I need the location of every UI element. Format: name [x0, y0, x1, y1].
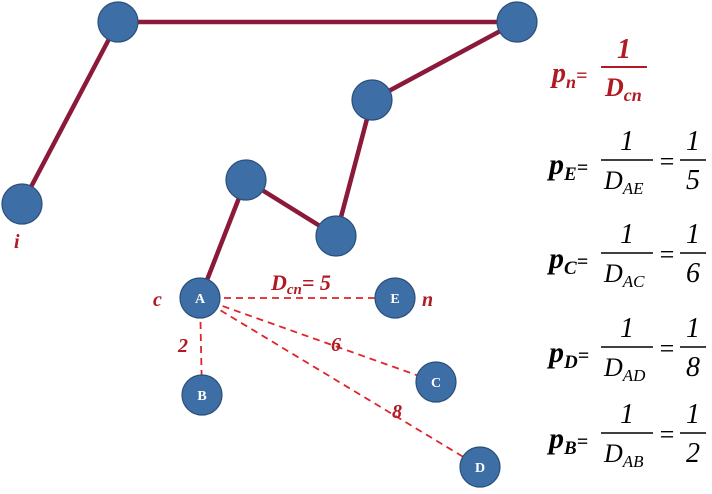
node-c-label: C — [431, 376, 441, 391]
equation-d-rnum: 1 — [686, 313, 700, 344]
equation-e-p: pE= — [546, 148, 588, 185]
node-e: E — [374, 277, 416, 319]
label-c: c — [153, 289, 162, 311]
node-e-label: E — [390, 292, 399, 307]
node-a: A — [179, 277, 221, 319]
node-c: C — [415, 361, 457, 403]
label-n: n — [422, 289, 433, 311]
formula-main-p: pn= — [550, 58, 587, 92]
equation-d-eq2: = — [658, 334, 676, 363]
path-edge — [19, 19, 121, 207]
formula-main-den: Dcn — [604, 73, 642, 105]
path-node — [97, 1, 139, 43]
path-edge — [333, 97, 375, 239]
equation-e-eq2: = — [658, 147, 676, 176]
equation-c: pC= 1 DAC = 1 6 — [546, 219, 706, 291]
equation-e-den: DAE — [603, 166, 644, 198]
path-node — [351, 79, 393, 121]
edge-a-c — [199, 297, 437, 383]
formula-main-num: 1 — [617, 34, 631, 65]
equation-b-num: 1 — [620, 399, 634, 430]
node-d-label: D — [475, 461, 485, 476]
equation-b-p: pB= — [546, 422, 588, 459]
path-node — [225, 159, 267, 201]
equation-c-num: 1 — [620, 219, 634, 250]
node-a-label: A — [195, 292, 206, 307]
node-d: D — [459, 446, 501, 488]
equation-d-rden: 8 — [686, 352, 700, 383]
equation-d-den: DAD — [603, 353, 646, 385]
node-b-label: B — [197, 389, 206, 404]
equation-b-rnum: 1 — [686, 399, 700, 430]
path-edge — [197, 177, 249, 301]
equation-c-rnum: 1 — [686, 219, 700, 250]
equation-c-eq2: = — [658, 240, 676, 269]
path-node — [315, 215, 357, 257]
label-i: i — [14, 231, 20, 253]
equation-c-p: pC= — [546, 242, 588, 279]
equation-d-p: pD= — [546, 336, 589, 373]
equation-e-num: 1 — [620, 126, 634, 157]
node-b: B — [181, 374, 223, 416]
path-edge — [369, 19, 520, 103]
equation-d-num: 1 — [620, 313, 634, 344]
path-nodes — [1, 1, 538, 257]
path-node — [496, 1, 538, 43]
formula-main: pn= 1 Dcn — [550, 34, 647, 105]
equation-b-eq2: = — [658, 420, 676, 449]
label-dist-ab: 2 — [177, 335, 188, 357]
equation-e-rnum: 1 — [686, 126, 700, 157]
label-dcn: Dcn= 5 — [270, 270, 331, 298]
edge-a-d — [199, 297, 481, 468]
equation-b: pB= 1 DAB = 1 2 — [546, 399, 706, 471]
path-node — [1, 183, 43, 225]
equation-b-rden: 2 — [686, 438, 700, 469]
label-dist-ad: 8 — [392, 401, 402, 423]
equation-c-den: DAC — [603, 259, 645, 291]
equation-c-rden: 6 — [686, 258, 700, 289]
equation-e-rden: 5 — [686, 165, 700, 196]
equation-d: pD= 1 DAD = 1 8 — [546, 313, 706, 385]
equation-e: pE= 1 DAE = 1 5 — [546, 126, 706, 198]
equation-b-den: DAB — [603, 439, 644, 471]
ant-path — [19, 19, 520, 301]
label-dist-ac: 6 — [331, 334, 341, 356]
